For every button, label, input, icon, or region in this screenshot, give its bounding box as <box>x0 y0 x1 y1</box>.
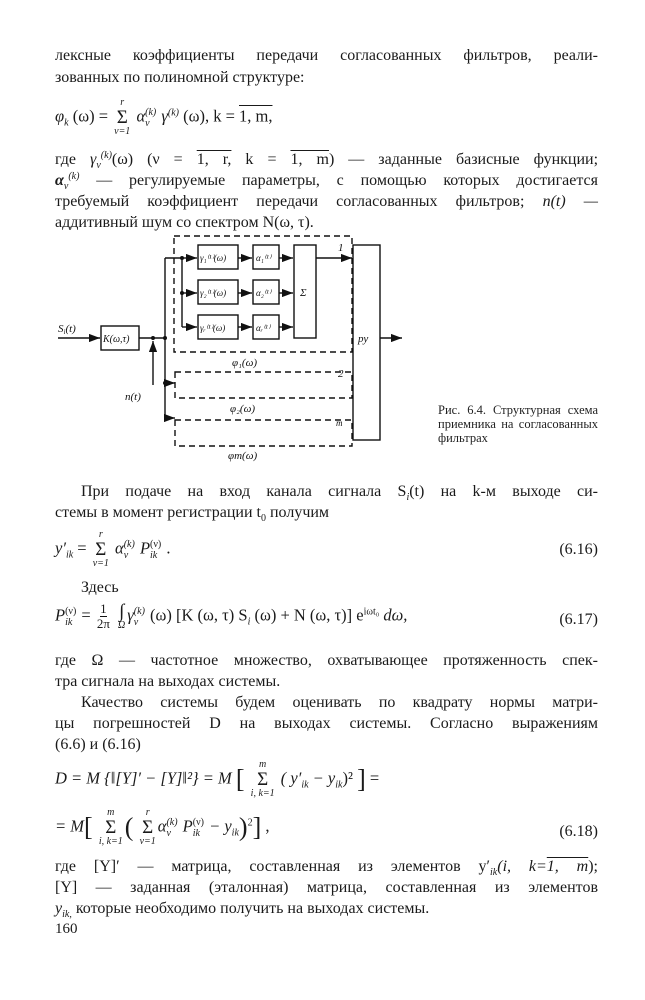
gamma-label: γ₁⁽¹⁾(ω) <box>200 253 226 263</box>
text-line: (6.6) и (6.16) <box>55 736 141 753</box>
text-line: тра сигнала на выходах системы. <box>55 673 281 690</box>
gamma-label: γᵣ⁽¹⁾(ω) <box>200 323 225 333</box>
phi-label: φ₁(ω) <box>232 357 257 369</box>
eq-part: (ω), k = <box>178 106 239 126</box>
text-line: где γν(k)(ω) (ν = 1, r, k = 1, m) — зада… <box>55 150 599 171</box>
text-line: требуемый коэффициент передачи согласова… <box>55 193 599 210</box>
block-diagram: Si(t) K(ω,τ) n(t) γ₁⁽¹⁾(ω) γ₂⁽¹⁾(ω) γᵣ⁽¹… <box>58 235 402 462</box>
eq-part: k <box>64 117 69 129</box>
eq-part: γ <box>157 106 168 126</box>
input-signal-label: Si(t) <box>58 323 76 336</box>
text-line: стемы в момент регистрации t0 получим <box>55 504 330 524</box>
decision-label: ру <box>357 333 368 345</box>
text-line: где Ω — частотное множество, охватывающе… <box>55 652 598 669</box>
eq-part: φ <box>55 106 65 126</box>
gamma-label: γ₂⁽¹⁾(ω) <box>200 288 226 298</box>
filter-2-box <box>174 371 353 399</box>
output-label: 1 <box>338 242 344 254</box>
text-line: где [Y]′ — матрица, составленная из элем… <box>55 858 598 878</box>
text-line: [Y] — заданная (эталонная) матрица, сост… <box>55 879 598 896</box>
output-label: 2 <box>338 368 344 380</box>
output-label: m <box>336 418 343 428</box>
text-line: Здесь <box>81 579 119 596</box>
text-line: аддитивный шум со спектром N(ω, τ). <box>55 214 314 231</box>
noise-label: n(t) <box>125 391 141 403</box>
filter-m-box <box>174 419 353 447</box>
filter-1-box <box>173 235 353 353</box>
equation-number: (6.17) <box>559 611 598 628</box>
summator-block <box>293 244 317 339</box>
channel-label: K(ω,τ) <box>102 334 130 345</box>
sum-label: Σ <box>299 287 307 299</box>
decision-block <box>352 244 381 441</box>
alpha-label: α₂⁽¹⁾ <box>256 288 272 298</box>
alpha-label: αᵣ⁽¹⁾ <box>256 323 271 333</box>
equation-number: (6.16) <box>559 541 598 558</box>
text-line: цы погрешностей D на выходах системы. Со… <box>55 715 598 732</box>
alpha-label: α₁⁽¹⁾ <box>256 253 272 263</box>
text-line: зованных по полиномной структуре: <box>55 69 305 86</box>
text-line: лексные коэффициенты передачи согласован… <box>55 47 598 64</box>
equation-number: (6.18) <box>559 823 598 840</box>
text-line: αν(k) — регулируемые параметры, с помощь… <box>55 171 598 192</box>
phi-label: φm(ω) <box>228 450 257 462</box>
page-number: 160 <box>55 921 78 937</box>
text-line: При подаче на вход канала сигнала Si(t) … <box>81 483 598 503</box>
figure-caption: Рис. 6.4. Структурная схема приемника на… <box>438 403 598 445</box>
eq-part: (ω) = <box>68 106 113 126</box>
text-line: Качество системы будем оценивать по квад… <box>81 694 598 711</box>
text-line: yik, которые необходимо получить на выхо… <box>55 900 430 920</box>
eq-part: 1, m, <box>239 106 273 126</box>
eq-part: α <box>136 106 146 126</box>
phi-label: φ₂(ω) <box>230 403 255 415</box>
